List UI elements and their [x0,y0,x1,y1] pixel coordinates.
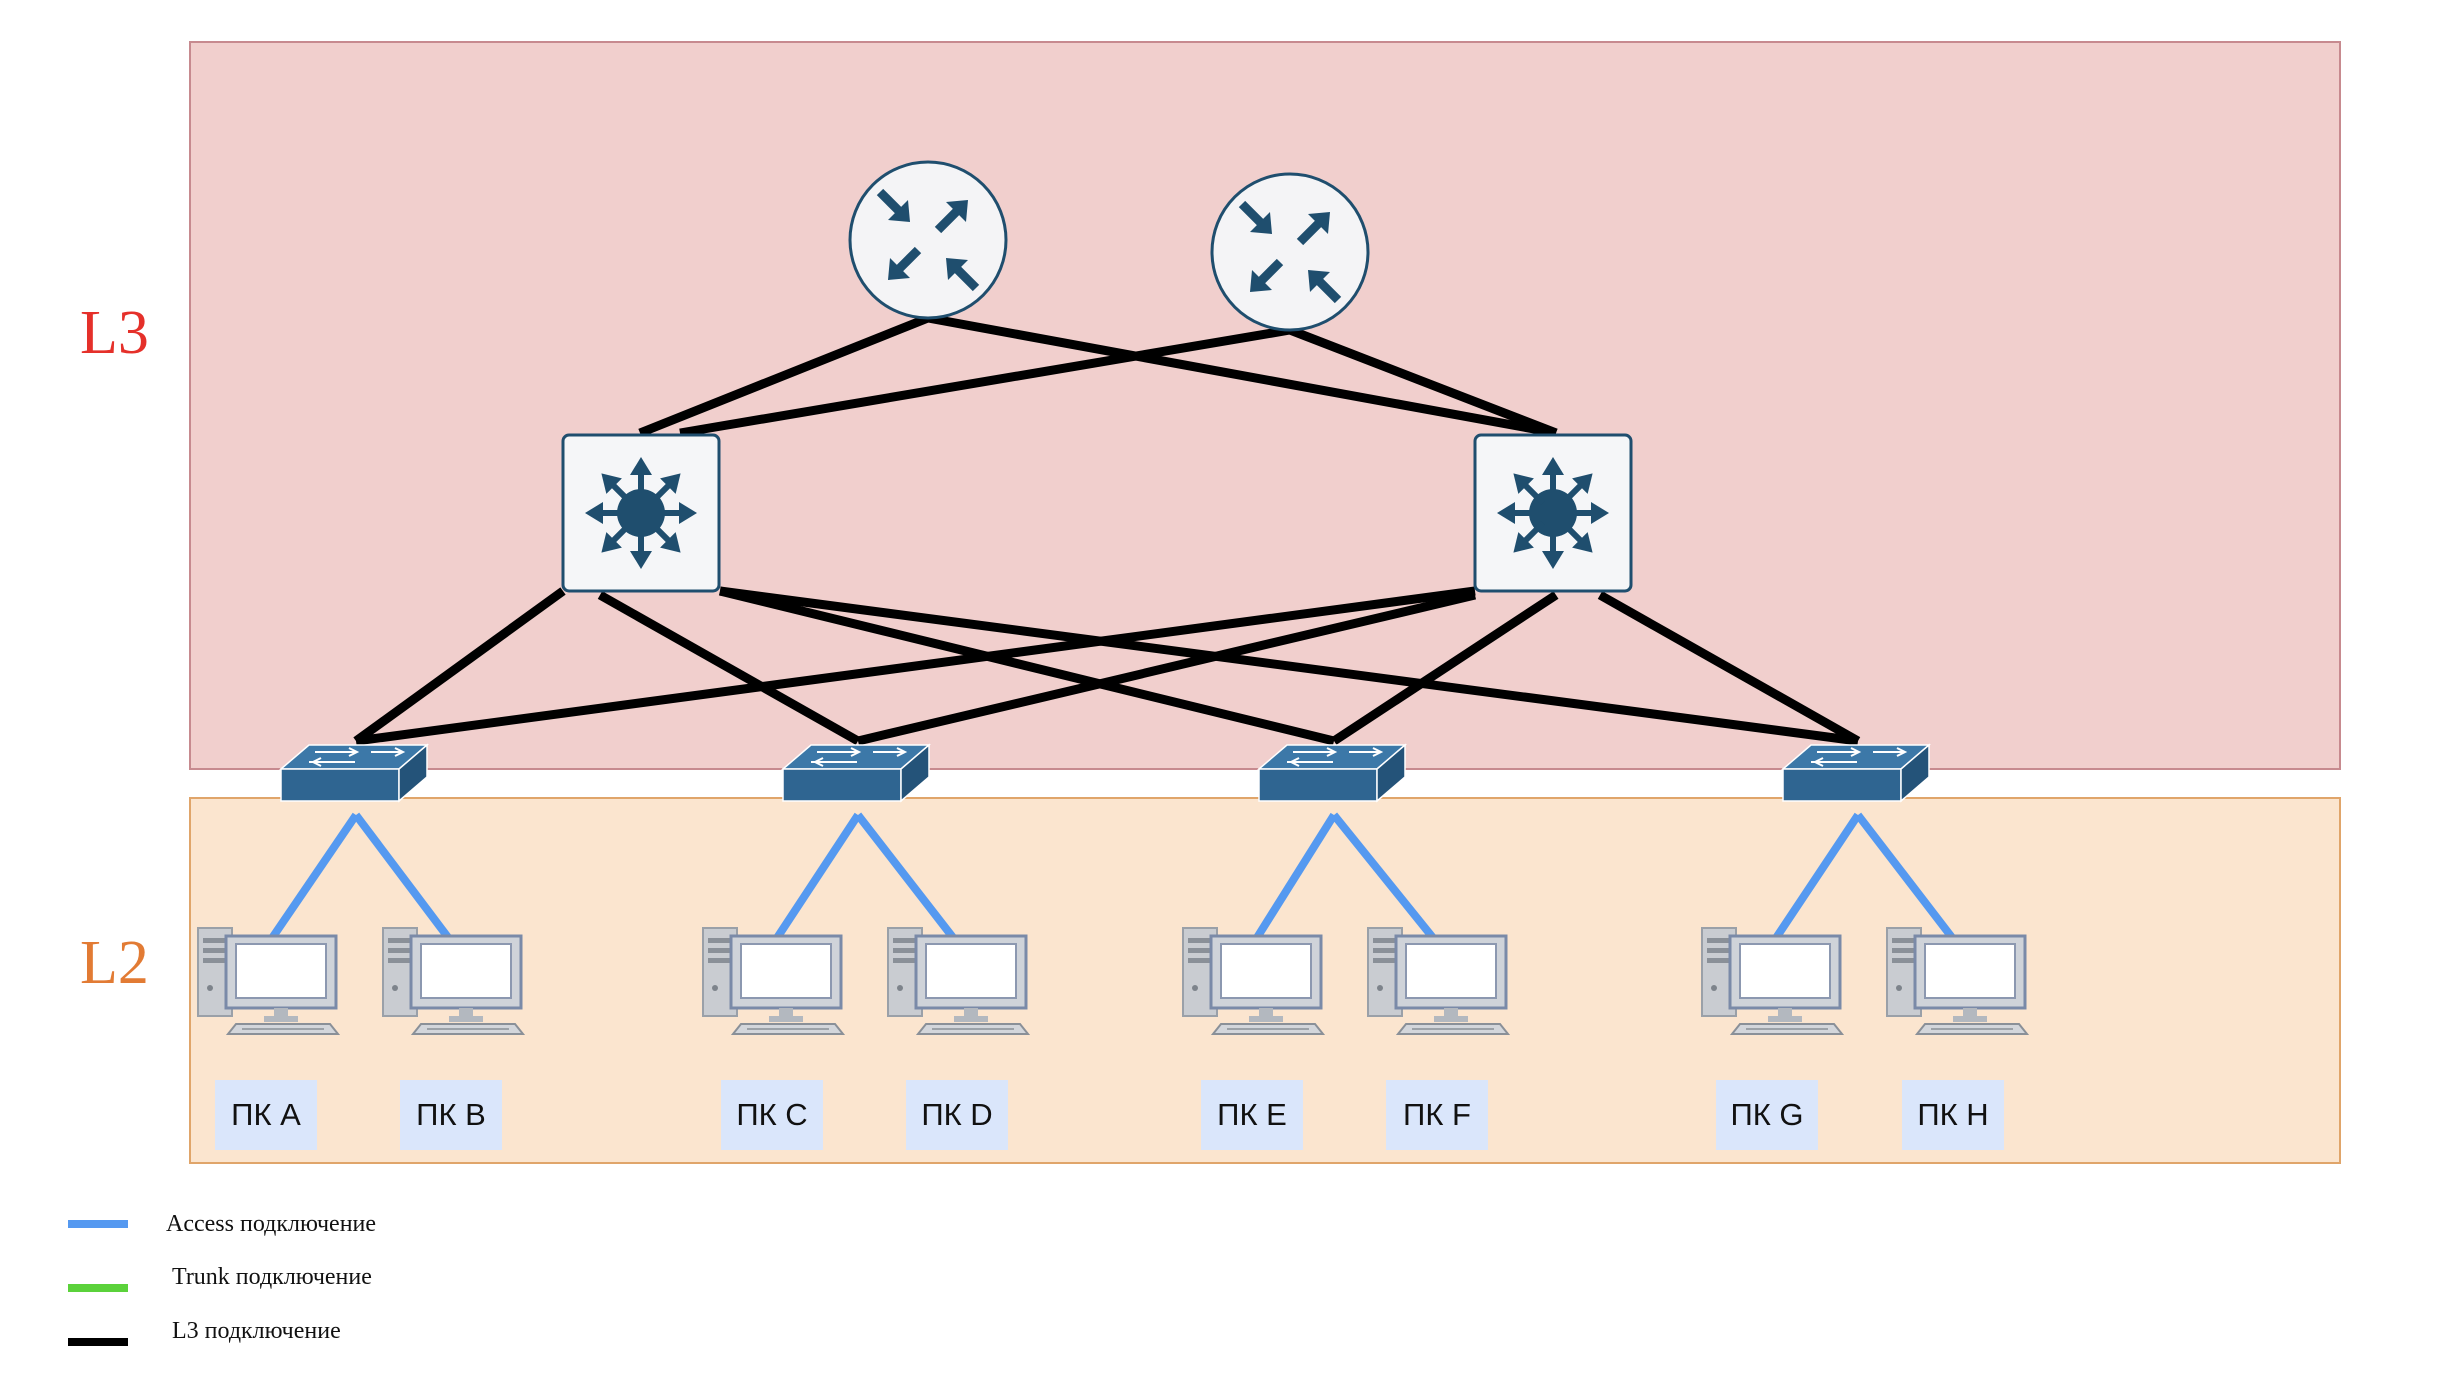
access-links [264,812,1961,947]
pc-label-f: ПК F [1386,1080,1488,1150]
access-link [854,812,962,947]
legend-trunk-swatch [68,1284,128,1292]
pc-label-a: ПК A [215,1080,317,1150]
multilayer-switch-icon [1497,457,1609,569]
switch-4[interactable] [1780,743,1932,803]
l3-link [719,586,1859,746]
l3-switch-left[interactable] [561,433,721,593]
workgroup-switch-icon [1287,747,1384,767]
access-link [769,812,862,947]
access-switches [278,743,1932,803]
access-link [264,812,360,947]
pc-label-e: ПК E [1201,1080,1303,1150]
l3-link [927,313,1557,438]
legend-l3-swatch [68,1338,128,1346]
l3-link [597,591,861,745]
pc-label-c: ПК C [721,1080,823,1150]
access-link [1330,812,1442,947]
workgroup-switch-icon [309,747,406,767]
l3-switches [561,433,1633,593]
access-link [352,812,457,947]
switch-1[interactable] [278,743,430,803]
multilayer-switch-icon [585,457,697,569]
l3-links [353,313,1861,746]
l3-switch-right[interactable] [1473,433,1633,593]
l3-link [679,325,1291,438]
workgroup-switch-icon [811,747,908,767]
switch-2[interactable] [780,743,932,803]
legend-l3-label: L3 подключение [172,1318,341,1344]
l3-link [355,586,1476,746]
access-link [1768,812,1862,947]
router-2[interactable] [1210,172,1370,332]
switch-3[interactable] [1256,743,1408,803]
l3-link [638,313,930,438]
pc-label-b: ПК B [400,1080,502,1150]
l3-link [1288,325,1558,438]
l3-link [353,587,566,745]
l3-link [1331,591,1559,745]
l3-link [718,586,1336,746]
l3-zone-label: L3 [80,299,149,367]
l3-link [1597,591,1861,745]
l2-zone-label: L2 [80,929,149,997]
workgroup-switch-icon [1811,747,1908,767]
legend-trunk-label: Trunk подключение [172,1264,372,1290]
access-link [1854,812,1961,947]
pc-label-d: ПК D [906,1080,1008,1150]
router-1[interactable] [848,160,1008,320]
pc-label-g: ПК G [1716,1080,1818,1150]
access-link [1249,812,1338,947]
legend-access-label: Access подключение [166,1211,377,1237]
pc-label-h: ПК H [1902,1080,2004,1150]
legend-access-swatch [68,1220,128,1228]
l3-link [856,590,1477,746]
routers [848,160,1370,332]
